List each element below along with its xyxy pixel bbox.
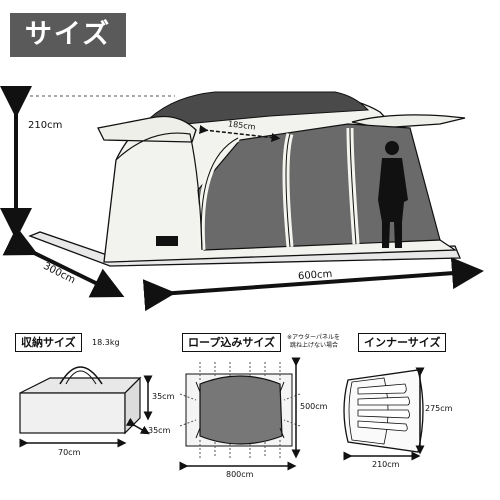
storage-weight: 18.3kg <box>92 338 120 347</box>
rope-layout-diagram <box>179 362 301 458</box>
page-title: サイズ <box>24 19 112 50</box>
storage-depth-label: 35cm <box>148 426 171 435</box>
inner-width-label: 210cm <box>372 460 400 469</box>
inner-length-label: 275cm <box>425 404 453 413</box>
tent-body <box>28 91 466 267</box>
height-label: 210cm <box>28 120 63 131</box>
inner-title: インナーサイズ <box>358 333 447 352</box>
length-arrow <box>142 257 484 312</box>
storage-title: 収納サイズ <box>15 333 82 352</box>
storage-height-label: 35cm <box>152 392 175 401</box>
title-badge: サイズ <box>10 13 126 57</box>
front-width-arrow <box>2 226 125 298</box>
storage-bag <box>19 366 142 435</box>
brand-logo <box>156 236 178 246</box>
rope-width-label: 800cm <box>226 470 254 479</box>
inner-tent-diagram <box>343 369 424 453</box>
rope-note-line1: ※アウターパネルを <box>287 334 340 341</box>
rope-title: ロープ込みサイズ <box>182 333 282 352</box>
inner-span-arrow <box>199 125 281 142</box>
storage-width-label: 70cm <box>58 448 81 457</box>
person-silhouette <box>378 141 408 248</box>
rope-note-line2: 跳ね上げない場合 <box>290 342 339 349</box>
rope-length-label: 500cm <box>300 402 328 411</box>
storage-depth-arrow <box>125 417 150 435</box>
